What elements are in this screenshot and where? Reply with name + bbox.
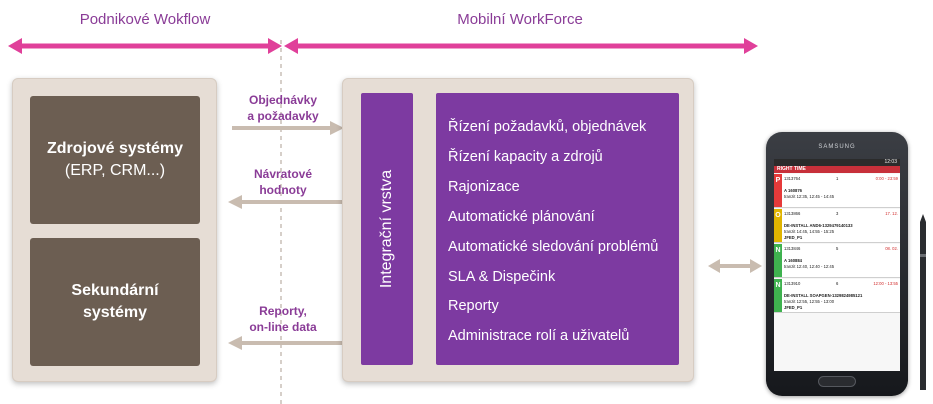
priority-letter: O (775, 212, 781, 219)
list-item[interactable]: N 1313910 6 12:00 - 13:55 DE-INSTALL SOA… (774, 279, 900, 313)
header-arrows (8, 38, 758, 54)
feature-item: Řízení kapacity a zdrojů (448, 149, 603, 165)
row-id: 1313846 (784, 246, 801, 251)
integration-layer-label: Integrační vrstva (378, 169, 395, 289)
phone-brand: SAMSUNG (818, 144, 856, 150)
phone-screen: 12:03 RIGHT TIME P 1313764 1 0:00 - 23:5… (774, 159, 900, 371)
priority-letter: N (775, 282, 781, 289)
row-time: 12:00 - 13:55 (873, 281, 898, 286)
returns-label-line1: Návratové (253, 167, 313, 181)
orders-label-line2: a požadavky (247, 109, 319, 123)
priority-letter: P (775, 177, 781, 184)
row-line4: JFED_P1 (784, 305, 803, 310)
status-clock: 12:03 (884, 159, 897, 165)
feature-item: Rajonizace (448, 179, 520, 195)
secondary-systems-box: Sekundární systémy (30, 238, 200, 366)
row-id: 1313764 (784, 176, 801, 181)
left-double-arrow (8, 38, 282, 54)
sync-double-arrow (708, 259, 762, 273)
row-time: 0:00 - 23:59 (875, 176, 898, 181)
row-count: 6 (836, 281, 839, 286)
returns-label: Návratové hodnoty (228, 166, 338, 198)
row-count: 1 (836, 176, 839, 181)
flow-arrows (228, 121, 344, 350)
smartphone: SAMSUNG 12:03 RIGHT TIME P 1313764 1 0:0… (766, 132, 908, 396)
row-id: 1313866 (784, 211, 801, 216)
feature-item: Reporty (448, 298, 499, 314)
reports-label: Reporty, on-line data (228, 303, 338, 335)
row-line4: JFED_P1 (784, 235, 803, 240)
row-time: 17. 12. (885, 211, 898, 216)
list-item[interactable]: N 1313846 5 08. 02. A 160884 tranzit 12:… (774, 244, 900, 278)
app-header-title: RIGHT TIME (777, 166, 806, 172)
priority-tag: P (774, 174, 782, 207)
feature-item: SLA & Dispečink (448, 269, 556, 285)
priority-letter: N (775, 247, 781, 254)
integration-layer-strip: Integrační vrstva (361, 93, 413, 365)
orders-label-line1: Objednávky (248, 93, 318, 107)
feature-item: Automatické sledování problémů (448, 239, 659, 255)
priority-tag: N (774, 244, 782, 277)
feature-item: Automatické plánování (448, 209, 595, 225)
list-item[interactable]: P 1313764 1 0:00 - 23:59 A 160876 tranzi… (774, 174, 900, 208)
row-line3: tranzit 12:40, 12:40 - 12:45 (784, 264, 835, 269)
mobile-workforce-label: Mobilní WorkForce (457, 11, 583, 28)
row-line2: A 160876 (784, 188, 803, 193)
right-double-arrow (284, 38, 758, 54)
feature-item: Řízení požadavků, objednávek (448, 119, 647, 135)
secondary-systems-line2: systémy (82, 304, 148, 321)
returns-arrow (228, 195, 342, 209)
row-id: 1313910 (784, 281, 801, 286)
orders-label: Objednávky a požadavky (228, 92, 338, 124)
row-line2: A 160884 (784, 258, 803, 263)
row-time: 08. 02. (885, 246, 898, 251)
reports-arrow (228, 336, 342, 350)
row-line3: tranzit 12:35, 12:45 - 14:45 (784, 194, 835, 199)
priority-tag: N (774, 279, 782, 312)
enterprise-workflow-label: Podnikové Wokflow (79, 11, 211, 28)
stylus-pen (920, 214, 926, 390)
source-systems-subtitle: (ERP, CRM...) (64, 162, 166, 179)
row-count: 3 (836, 211, 839, 216)
row-line3: tranzit 12:55, 12:55 - 13:00 (784, 299, 835, 304)
reports-label-line1: Reporty, (259, 304, 307, 318)
reports-label-line2: on-line data (249, 320, 317, 334)
orders-arrow (232, 121, 344, 135)
source-systems-title: Zdrojové systémy (46, 140, 184, 157)
features-box: Řízení požadavků, objednávek Řízení kapa… (436, 93, 679, 365)
row-line2: DE-INSTALL AND6-1329479140133 (784, 223, 853, 228)
home-button (818, 376, 856, 387)
source-systems-box: Zdrojové systémy (ERP, CRM...) (30, 96, 200, 224)
row-line3: tranzit 14:45, 14:55 - 15:25 (784, 229, 835, 234)
app-header: RIGHT TIME (774, 166, 900, 173)
row-count: 5 (836, 246, 839, 251)
returns-label-line2: hodnoty (259, 183, 307, 197)
status-bar: 12:03 (774, 159, 900, 166)
secondary-systems-line1: Sekundární (71, 282, 159, 299)
priority-tag: O (774, 209, 782, 242)
row-line2: DE-INSTALL SOAPGEN-1329824985121 (784, 293, 863, 298)
list-item[interactable]: O 1313866 3 17. 12. DE-INSTALL AND6-1329… (774, 209, 900, 243)
feature-item: Administrace rolí a uživatelů (448, 328, 630, 344)
